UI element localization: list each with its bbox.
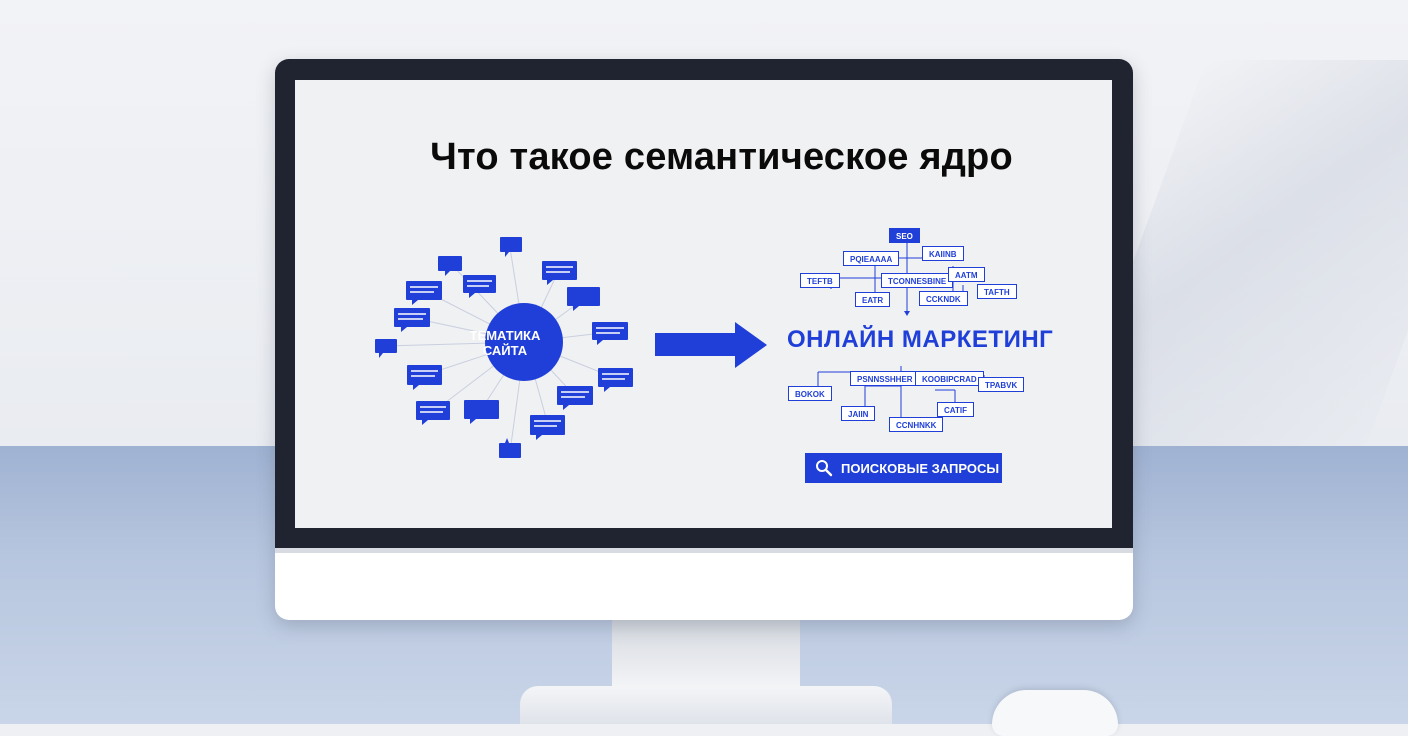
monitor: Что такое семантическое ядро [275, 59, 1133, 620]
keyword-box: TEFTB [800, 273, 840, 288]
keyword-box: TCONNESBINE [881, 273, 954, 288]
keyword-box-seo: SEO [889, 228, 920, 243]
keyword-box: TPABVK [978, 377, 1025, 392]
keyword-box: BOKOK [788, 386, 832, 401]
keyword-box: CCNHNKK [889, 417, 944, 432]
keyword-box: JAIIN [841, 406, 876, 421]
computer-mouse [992, 690, 1118, 736]
monitor-stand-neck [612, 620, 800, 690]
keyword-box: CCKNDK [919, 291, 968, 306]
monitor-screen: Что такое семантическое ядро [295, 80, 1112, 528]
slide-title: Что такое семантическое ядро [430, 136, 1013, 178]
topic-network-graphic [375, 237, 985, 458]
keyword-box: KAIINB [922, 246, 964, 261]
keyword-box: TAFTH [977, 284, 1017, 299]
search-queries-label: ПОИСКОВЫЕ ЗАПРОСЫ [841, 460, 1000, 476]
hub-circle [485, 303, 563, 381]
keyword-box: CATIF [937, 402, 974, 417]
keyword-box: AATM [948, 267, 985, 282]
keyword-box: PQIEAAAA [843, 251, 900, 266]
monitor-stand-base [520, 686, 892, 724]
hub-label-line2: САЙТА [482, 343, 528, 358]
monitor-bezel: Что такое семантическое ядро [275, 59, 1133, 548]
search-icon [816, 460, 833, 477]
hub-label: ТЕМАТИКА САЙТА [465, 328, 545, 358]
keyword-box: PSNNSSHHER [850, 371, 920, 386]
search-queries-button[interactable]: ПОИСКОВЫЕ ЗАПРОСЫ [805, 453, 1002, 483]
arrow-right-icon [655, 322, 767, 368]
keyword-box: KOOBIPCRAD [915, 371, 984, 386]
keyword-box: EATR [855, 292, 891, 307]
hub-label-line1: ТЕМАТИКА [469, 328, 541, 343]
marketing-label: ОНЛАЙН МАРКЕТИНГ [787, 326, 1054, 353]
monitor-chin-divider [275, 548, 1133, 553]
